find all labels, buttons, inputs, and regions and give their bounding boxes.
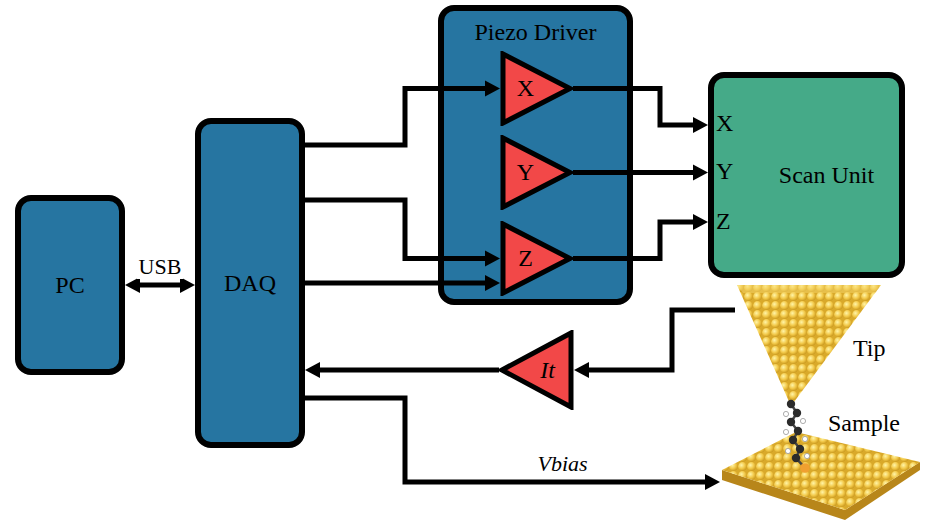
node-text: DAQ	[224, 270, 276, 296]
arrowhead	[693, 214, 708, 230]
amplifier-triangle: Z	[500, 221, 573, 296]
triangle-outline	[499, 330, 574, 410]
node-text: Z	[518, 245, 533, 271]
node-text: Tip	[853, 335, 885, 361]
current-amplifier-triangle: It	[499, 330, 574, 410]
signal-connector	[125, 277, 195, 293]
signal-connector	[305, 398, 720, 490]
node-text: Scan Unit	[779, 162, 874, 188]
node-text: Piezo Driver	[475, 19, 597, 45]
arrowhead	[693, 117, 708, 133]
arrowhead	[305, 362, 320, 378]
node-text: It	[540, 357, 555, 383]
node-text: PC	[55, 272, 84, 298]
arrowhead	[574, 362, 589, 378]
pc-box: PC	[15, 195, 125, 375]
signal-connector	[305, 362, 499, 378]
arrowhead	[180, 277, 195, 293]
daq-box: DAQ	[195, 118, 305, 448]
node-text: Sample	[828, 410, 900, 436]
edge-label: Vbias	[535, 452, 589, 476]
signal-connector	[574, 310, 735, 378]
triangle-outline	[500, 221, 573, 296]
pin-label: X	[716, 110, 733, 136]
node-text: X	[517, 75, 534, 101]
sample-illustration: Sample	[720, 408, 923, 523]
scan-unit-box: Scan Unit	[708, 72, 905, 278]
arrowhead	[125, 277, 140, 293]
molecule-chain	[783, 400, 809, 473]
amplifier-triangle: X	[500, 51, 573, 126]
pin-label: Z	[716, 208, 731, 234]
triangle-outline	[500, 135, 573, 210]
piezo-driver-box: Piezo DriverX Y Z	[438, 5, 633, 305]
arrowhead	[705, 474, 720, 490]
pin-label: Y	[716, 158, 733, 184]
amplifier-triangle: Y	[500, 135, 573, 210]
node-text: Y	[517, 159, 534, 185]
edge-label: USB	[137, 255, 184, 279]
arrowhead	[693, 165, 708, 181]
tip-illustration: Tip	[735, 283, 900, 408]
triangle-outline	[500, 51, 573, 126]
